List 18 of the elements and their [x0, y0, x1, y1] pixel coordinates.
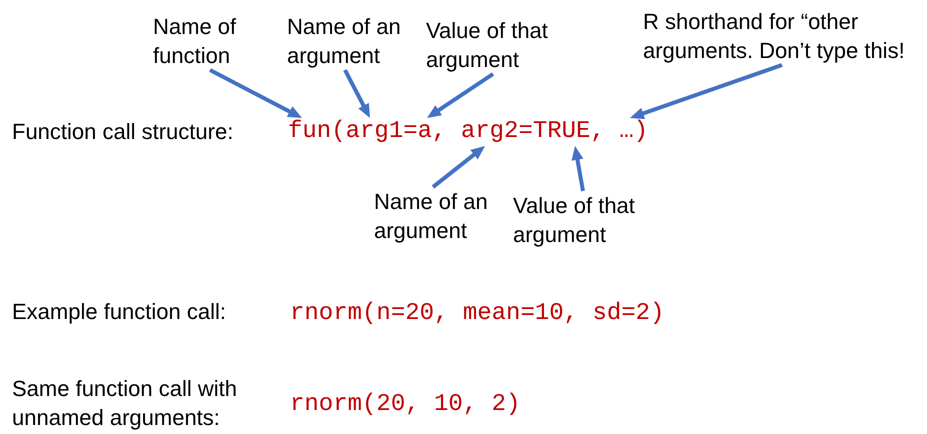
code-example: rnorm(n=20, mean=10, sd=2) — [290, 300, 664, 328]
annotation-text: Value of that argument — [513, 191, 636, 249]
row-label: Function call structure: — [12, 118, 234, 146]
leader-arrow — [630, 63, 783, 120]
leader-arrow — [432, 146, 486, 189]
leader-arrow — [343, 69, 370, 118]
leader-arrow — [572, 146, 585, 192]
annotation-text: Value of that argument — [426, 16, 549, 74]
annotation-text: Name of function — [153, 12, 238, 70]
code-example: rnorm(20, 10, 2) — [290, 391, 520, 419]
leader-arrow — [427, 72, 494, 118]
leader-arrow — [209, 68, 302, 118]
annotation-text: Name of an argument — [287, 12, 402, 70]
annotation-text: R shorthand for “other arguments. Don’t type this! — [643, 7, 906, 65]
row-label: Same function call with unnamed arguments: — [12, 375, 238, 432]
row-label: Example function call: — [12, 298, 227, 326]
annotation-text: Name of an argument — [374, 187, 489, 245]
code-line: fun(arg1=a, arg2=TRUE, …) — [288, 118, 648, 146]
